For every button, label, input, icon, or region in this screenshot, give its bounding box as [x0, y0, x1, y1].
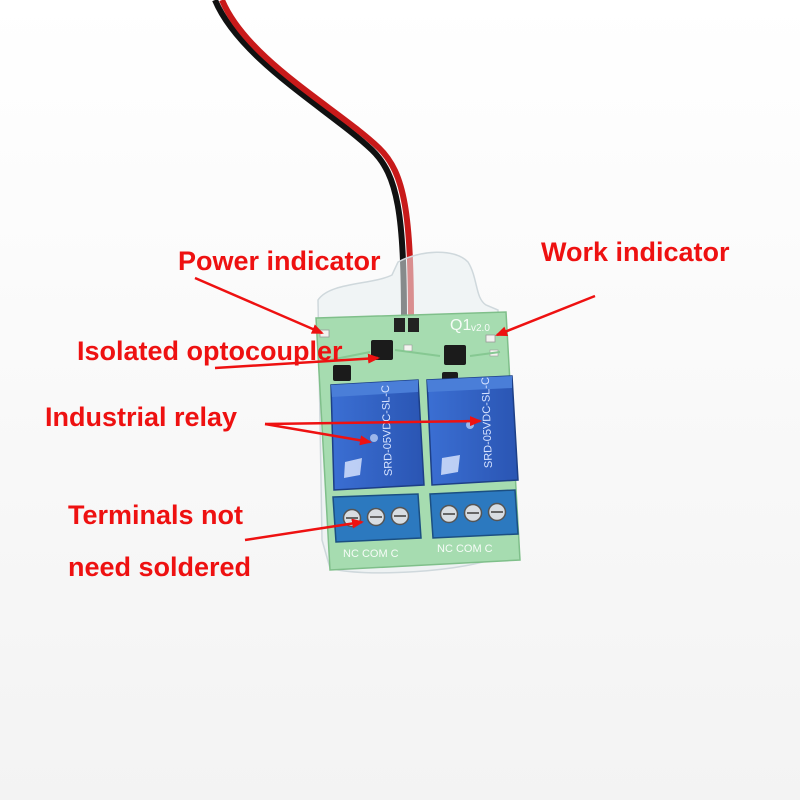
terminal-block-left: NC COM C	[332, 493, 422, 560]
terminal-block-right: NC COM C	[429, 489, 519, 555]
arrow-optocoupler	[214, 353, 380, 370]
label-terminals-line2: need soldered	[68, 552, 252, 582]
label-terminals-line1: Terminals not	[68, 500, 244, 530]
relay-right-model: SRD-05VDC-SL-C	[480, 377, 495, 468]
header-pin	[408, 318, 419, 332]
silkscreen-model: Q1	[450, 317, 471, 334]
label-power-indicator: Power indicator	[178, 246, 381, 276]
terminal-right-silkscreen: NC COM C	[437, 543, 493, 555]
terminal-left-silkscreen: NC COM C	[343, 548, 399, 560]
arrow-work-indicator	[495, 294, 596, 337]
relay-right: SRD-05VDC-SL-C	[426, 375, 519, 486]
relay-left: SRD-05VDC-SL-C	[330, 379, 425, 491]
optocoupler-chip	[444, 345, 466, 365]
relay-left-model: SRD-05VDC-SL-C	[380, 385, 395, 476]
power-cable	[212, 0, 414, 323]
label-work-indicator: Work indicator	[541, 237, 730, 267]
arrow-relay-right	[264, 416, 482, 427]
arrow-power-indicator	[194, 276, 324, 335]
annotation-arrows	[194, 276, 596, 542]
transistor	[333, 365, 351, 381]
label-industrial-relay: Industrial relay	[45, 402, 238, 432]
header-pin	[394, 318, 405, 332]
work-led	[485, 334, 496, 343]
arrow-terminals	[244, 518, 364, 542]
silkscreen-version: v2.0	[471, 323, 490, 334]
label-isolated-optocoupler: Isolated optocoupler	[77, 336, 343, 366]
arrow-relay-left	[264, 422, 372, 446]
